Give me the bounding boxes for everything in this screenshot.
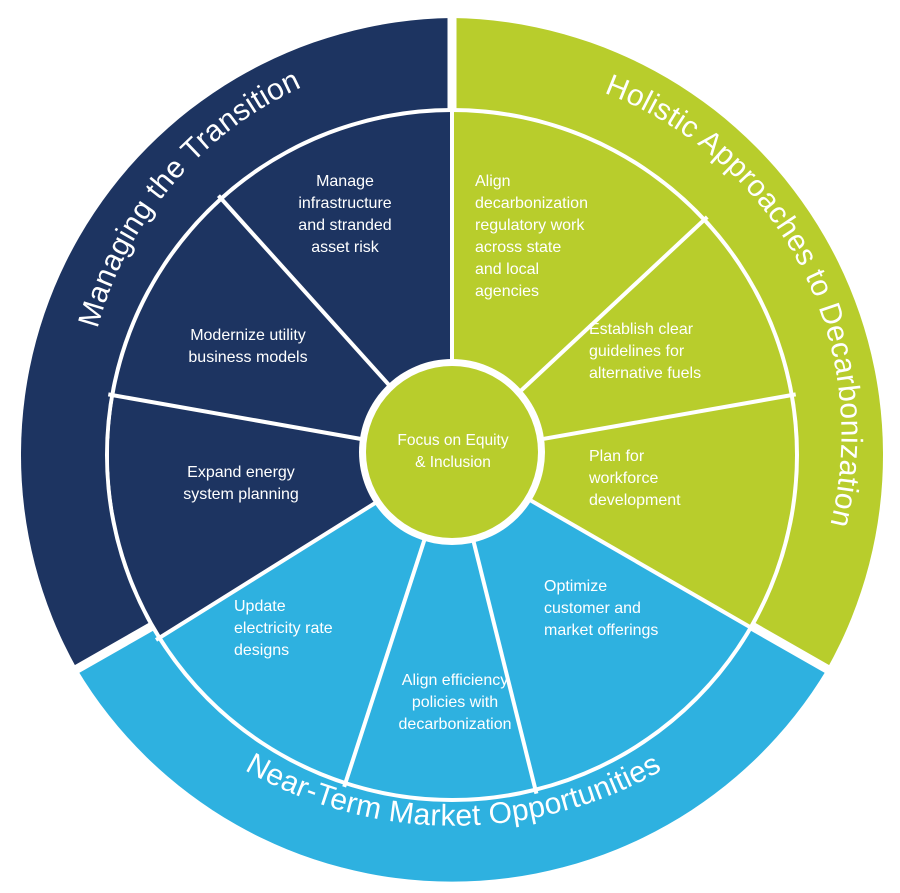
segment-clear-guidelines-label: Establish clear guidelines for alternative… — [589, 321, 701, 382]
segment-clear-guidelines-label-line: guidelines for — [589, 343, 685, 360]
segment-update-rates-label-line: electricity rate — [234, 620, 333, 637]
segment-clear-guidelines-label-line: alternative fuels — [589, 365, 701, 382]
segment-expand-planning-label: Expand energy system planning — [183, 464, 299, 503]
segment-align-efficiency-label-line: policies with — [412, 694, 498, 711]
segment-clear-guidelines — [452, 221, 790, 455]
segment-optimize-customer-label-line: market offerings — [544, 622, 658, 639]
segment-optimize-customer-label-line: customer and — [544, 600, 641, 617]
center-label-equity-inclusion: Focus on Equity & Inclusion — [397, 432, 508, 471]
segment-modernize-business-label-line: business models — [188, 349, 307, 366]
segment-update-rates — [161, 455, 452, 782]
segment-align-efficiency-label-line: Align efficiency — [402, 672, 508, 689]
segment-manage-infrastructure — [222, 112, 452, 455]
segment-optimize-customer-label: Optimize customer and market offerings — [544, 578, 658, 639]
segment-manage-infrastructure-label-line: asset risk — [311, 239, 380, 256]
segment-align-regulatory-label-line: agencies — [475, 283, 539, 300]
center-label-equity-inclusion-line: & Inclusion — [415, 454, 491, 471]
segment-optimize-customer — [452, 455, 750, 788]
segment-update-rates-label-line: Update — [234, 598, 286, 615]
segment-align-regulatory-label-line: decarbonization — [475, 195, 588, 212]
segment-align-regulatory-label-line: across state — [475, 239, 561, 256]
segment-manage-infrastructure-label-line: and stranded — [298, 217, 391, 234]
center-circle — [366, 366, 538, 538]
segment-manage-infrastructure-label-line: Manage — [316, 173, 374, 190]
segment-workforce-label: Plan for workforce development — [588, 448, 681, 509]
segment-align-efficiency — [346, 455, 535, 798]
segment-align-efficiency-label-line: decarbonization — [399, 716, 512, 733]
segment-align-regulatory-label-line: and local — [475, 261, 539, 278]
segment-align-efficiency-label: Align efficiency policies with decarboniza… — [399, 672, 512, 733]
segment-update-rates-label: Update electricity rate designs — [234, 598, 333, 659]
segment-manage-infrastructure-label: Manage infrastructure and stranded asset ri… — [298, 173, 391, 256]
segment-workforce-label-line: development — [589, 492, 681, 509]
segment-workforce-label-line: workforce — [588, 470, 658, 487]
segment-clear-guidelines-label-line: Establish clear — [589, 321, 694, 338]
center-label-equity-inclusion-line: Focus on Equity — [397, 432, 508, 449]
segment-workforce-label-line: Plan for — [589, 448, 645, 465]
segment-optimize-customer-label-line: Optimize — [544, 578, 607, 595]
segment-align-regulatory-label: Align decarbonization regulatory work acros… — [475, 173, 588, 300]
segment-align-regulatory — [452, 112, 703, 455]
segment-modernize-business-label-line: Modernize utility — [190, 327, 306, 344]
segment-update-rates-label-line: designs — [234, 642, 289, 659]
segment-expand-planning-label-line: system planning — [183, 486, 299, 503]
segment-modernize-business-label: Modernize utility business models — [188, 327, 307, 366]
segment-align-regulatory-label-line: regulatory work — [475, 217, 585, 234]
segment-expand-planning-label-line: Expand energy — [187, 464, 295, 481]
segment-manage-infrastructure-label-line: infrastructure — [298, 195, 391, 212]
segment-align-regulatory-label-line: Align — [475, 173, 511, 190]
